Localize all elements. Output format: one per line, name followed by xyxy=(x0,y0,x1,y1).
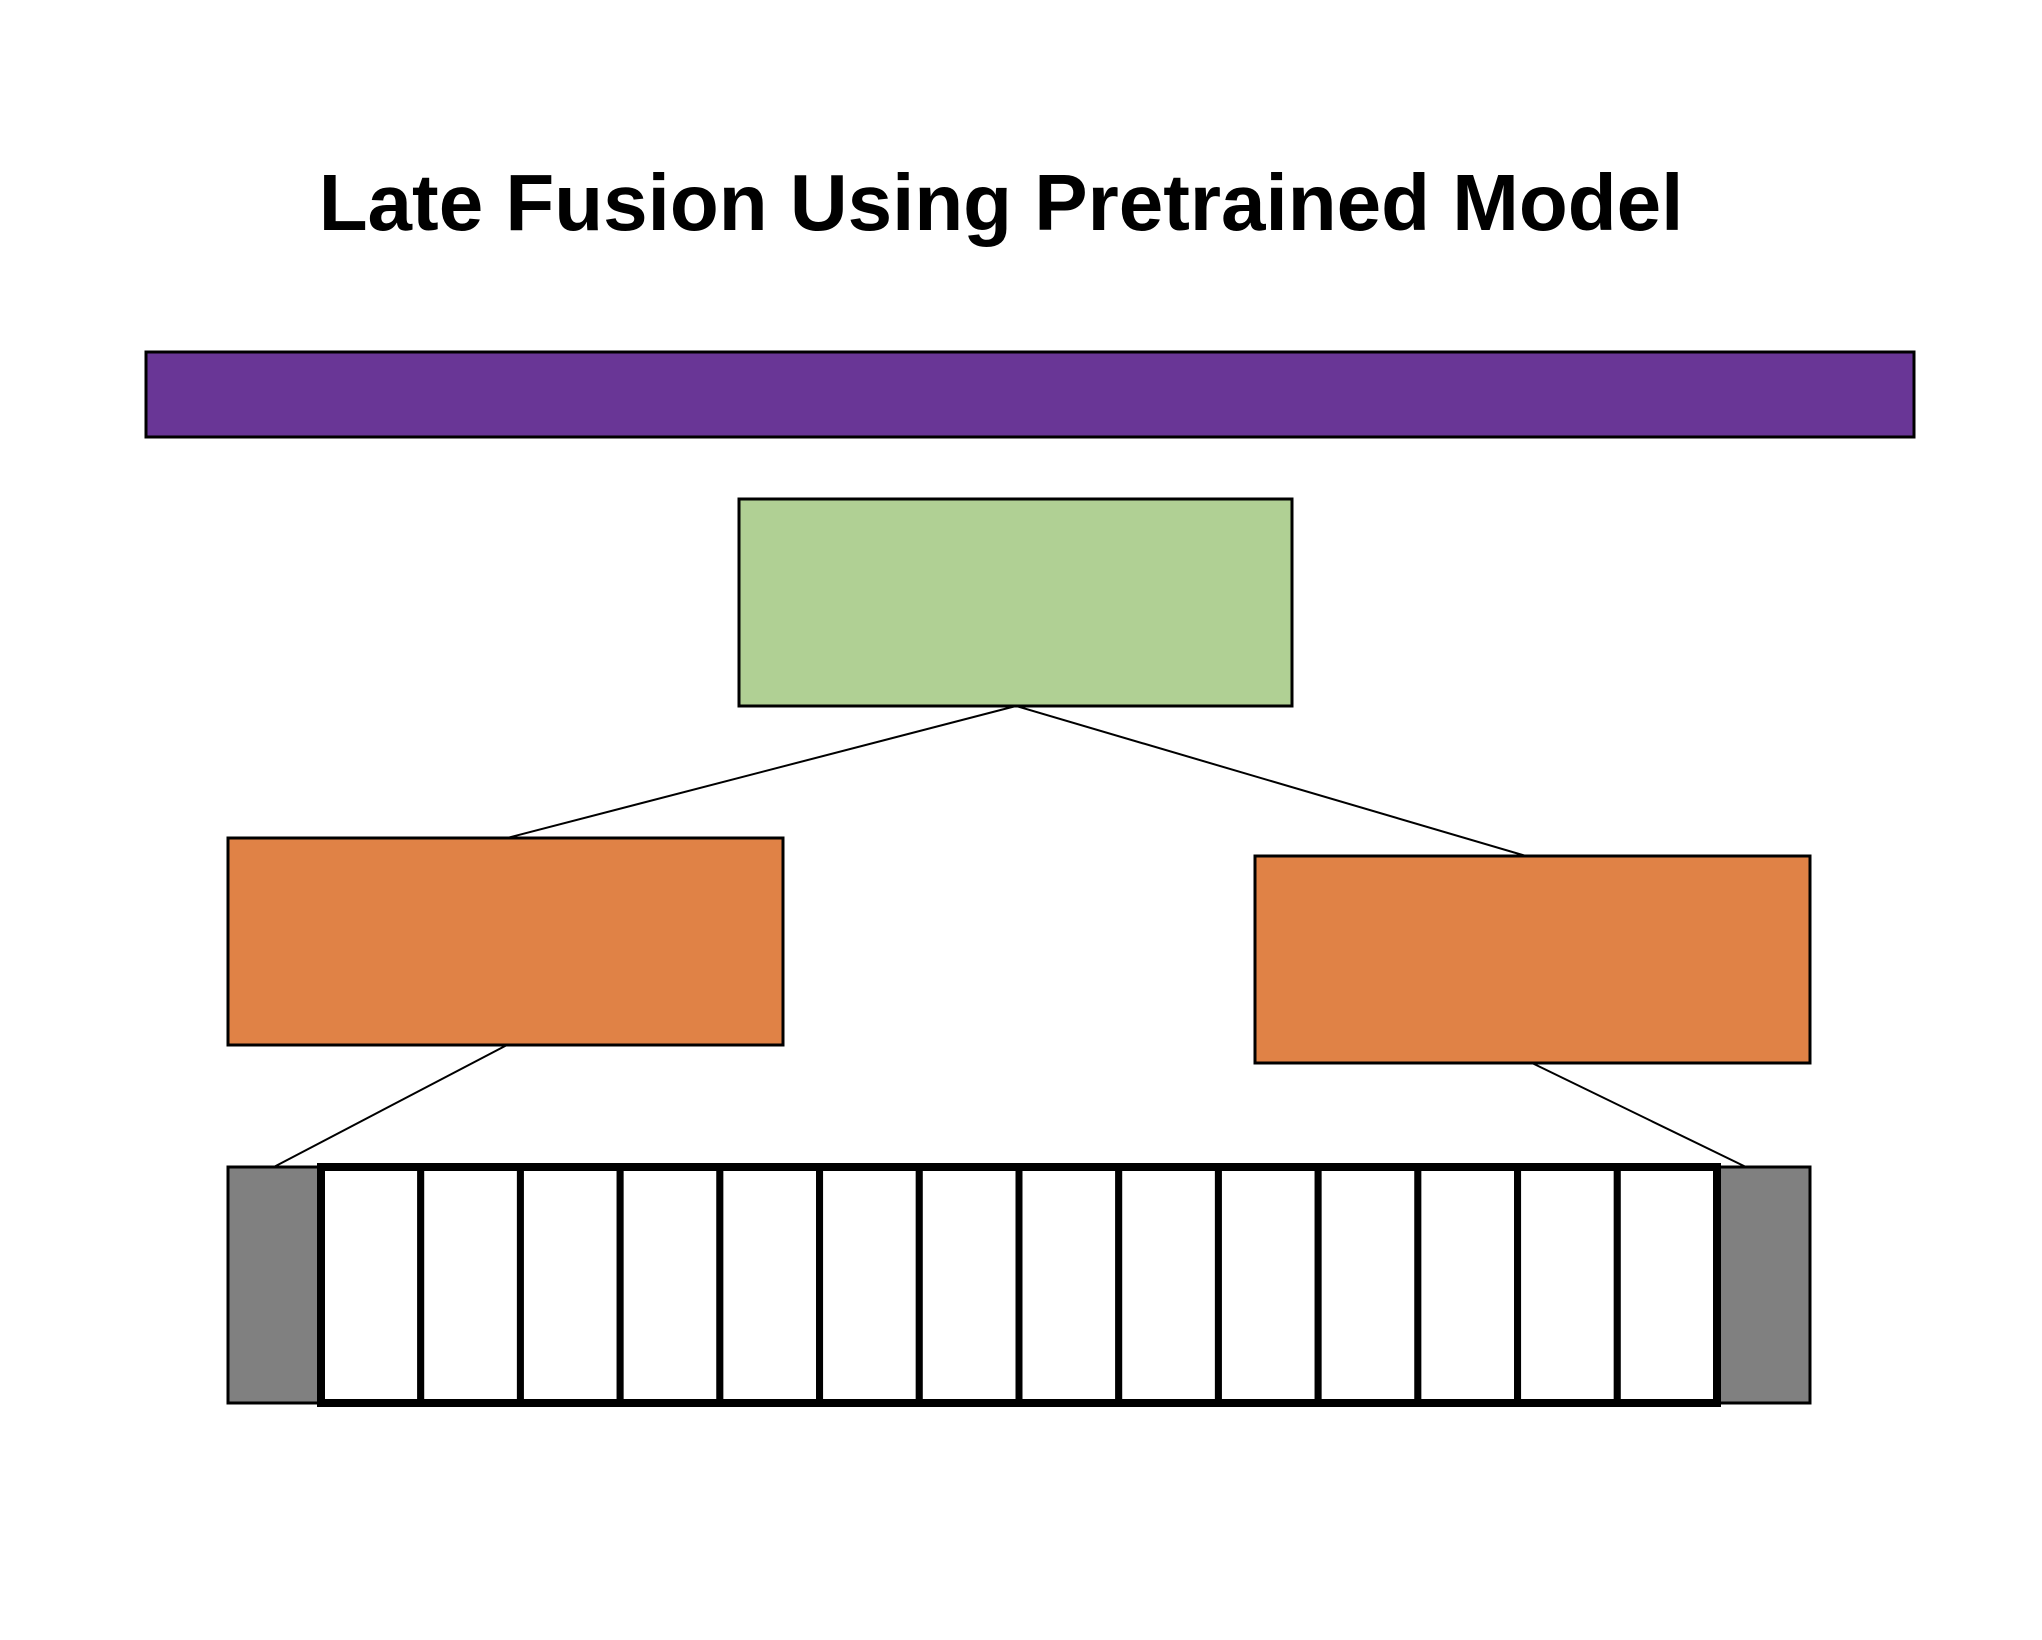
connector-left-encoder-to-first-frame xyxy=(269,1044,508,1170)
frame-cell xyxy=(816,1163,923,1407)
frame-cell xyxy=(716,1163,824,1407)
frame-cell-last xyxy=(1715,1165,1812,1405)
frame-cell xyxy=(1015,1163,1123,1407)
frame-cell xyxy=(915,1163,1023,1407)
frame-cell xyxy=(417,1163,524,1407)
frame-cell-first xyxy=(226,1165,323,1405)
frame-cell xyxy=(1514,1163,1621,1407)
connector-fusion-to-left-encoder xyxy=(506,705,1017,839)
right-encoder-block xyxy=(1253,854,1812,1065)
frame-cell xyxy=(1414,1163,1522,1407)
frame-cell xyxy=(516,1163,624,1407)
frame-cell xyxy=(1314,1163,1422,1407)
output-bar xyxy=(144,350,1916,439)
frame-cell xyxy=(317,1163,425,1407)
frame-cell xyxy=(1214,1163,1322,1407)
frame-strip xyxy=(226,1163,1812,1407)
connector-right-encoder-to-last-frame xyxy=(1531,1062,1747,1168)
frame-cell xyxy=(1115,1163,1222,1407)
frame-cell xyxy=(616,1163,724,1407)
diagram-title: Late Fusion Using Pretrained Model xyxy=(319,158,1684,247)
frame-cell xyxy=(1613,1163,1721,1407)
connector-fusion-to-right-encoder xyxy=(1015,705,1527,857)
fusion-block xyxy=(737,497,1294,708)
frame-strip-border xyxy=(317,1163,1721,1407)
left-encoder-block xyxy=(226,836,785,1047)
